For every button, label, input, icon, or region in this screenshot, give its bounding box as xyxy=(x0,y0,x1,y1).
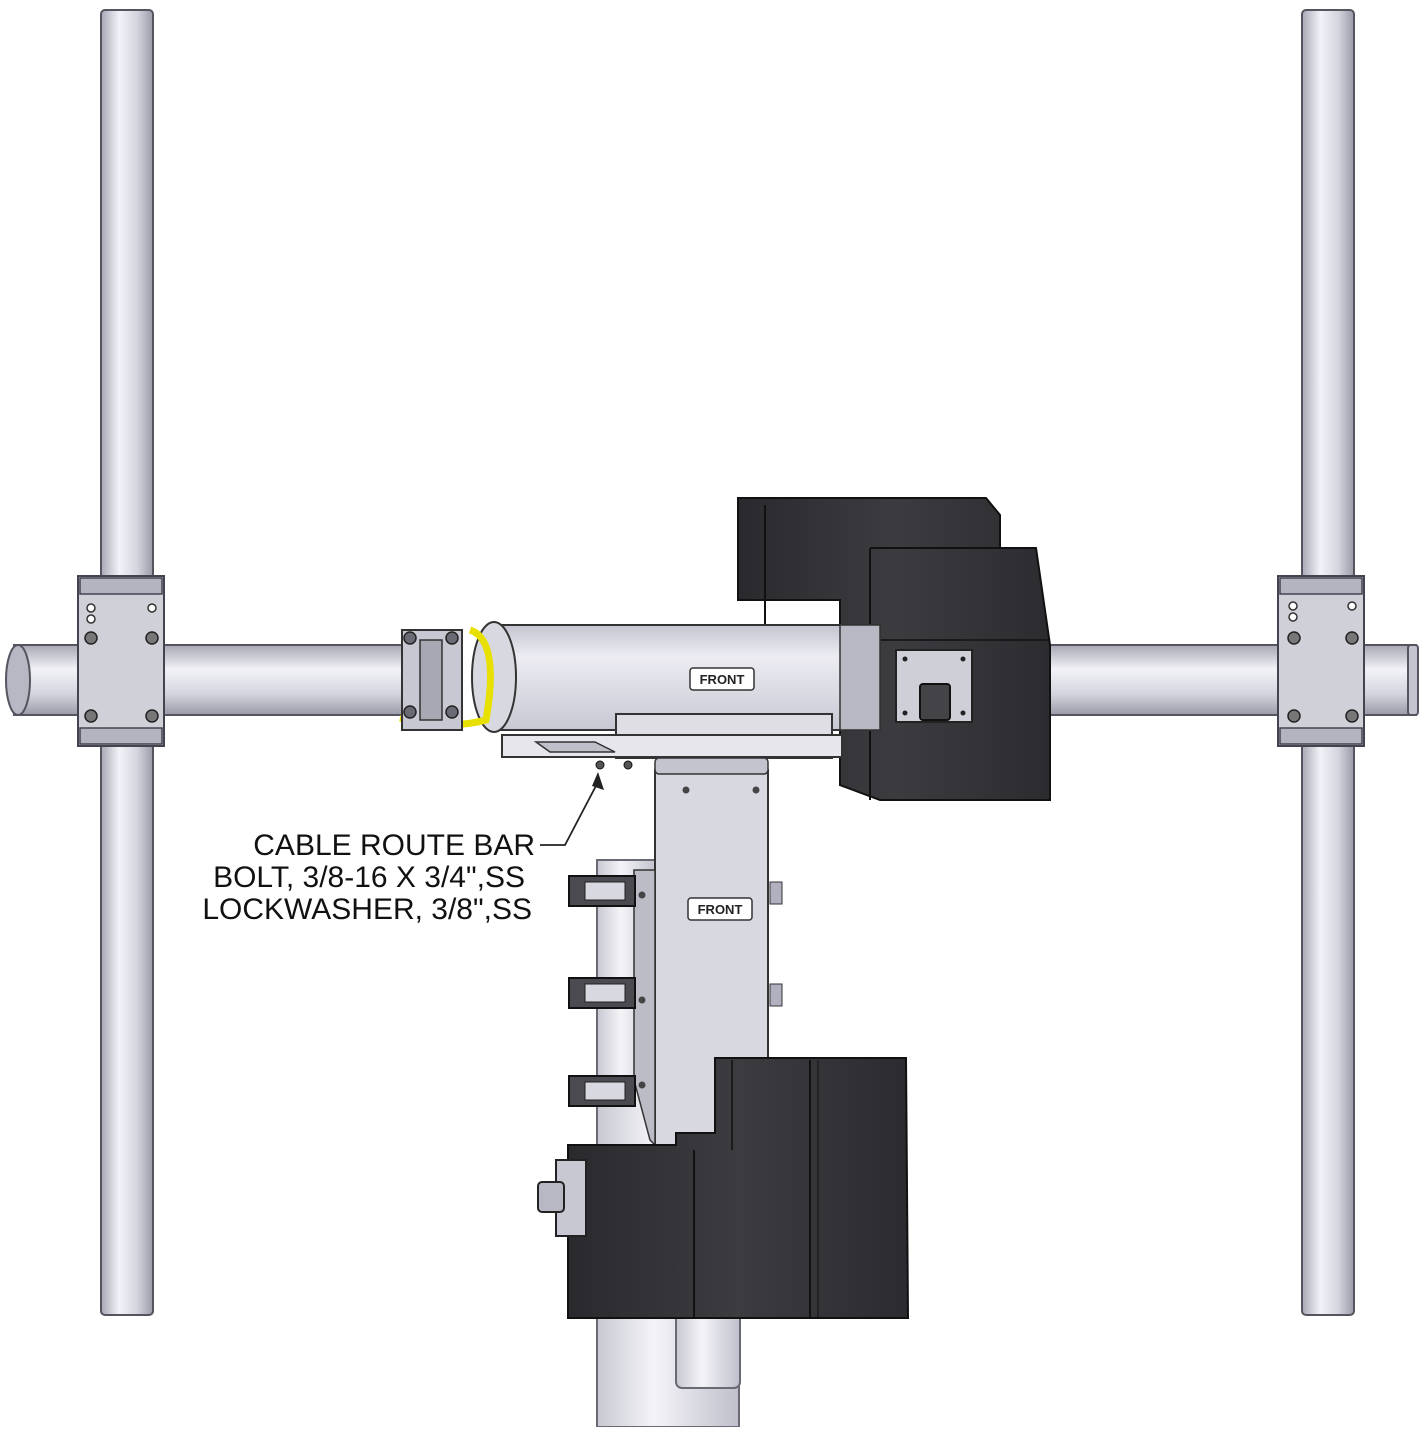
mast-clamp-upper xyxy=(568,875,636,907)
lower-enclosure xyxy=(537,1057,910,1319)
front-label-lower: FRONT xyxy=(687,897,753,921)
front-label-upper: FRONT xyxy=(689,667,755,691)
callout-text-group: CABLE ROUTE BAR BOLT, 3/8-16 X 3/4",SS L… xyxy=(202,829,535,926)
vertical-mast-bracket xyxy=(633,757,769,1147)
callout-leader xyxy=(540,772,604,846)
horizontal-pipe-left xyxy=(5,644,415,716)
mast-clamp-nubs xyxy=(769,881,783,1007)
callout-line-cable-route-bar: CABLE ROUTE BAR xyxy=(253,829,535,862)
left-crossover-bracket xyxy=(77,575,165,747)
front-label-lower-text: FRONT xyxy=(698,902,743,917)
cable-route-bar xyxy=(501,713,843,770)
mast-clamp-middle xyxy=(568,977,636,1009)
front-label-upper-text: FRONT xyxy=(700,672,745,687)
horizontal-arm xyxy=(493,624,881,731)
upper-enclosure xyxy=(737,497,1051,801)
mast-clamp-lower xyxy=(568,1075,636,1107)
callout-line-bolt: BOLT, 3/8-16 X 3/4",SS xyxy=(213,861,525,894)
arm-flange xyxy=(399,621,517,733)
right-crossover-bracket xyxy=(1277,575,1365,747)
callout-line-lockwasher: LOCKWASHER, 3/8",SS xyxy=(202,893,532,926)
